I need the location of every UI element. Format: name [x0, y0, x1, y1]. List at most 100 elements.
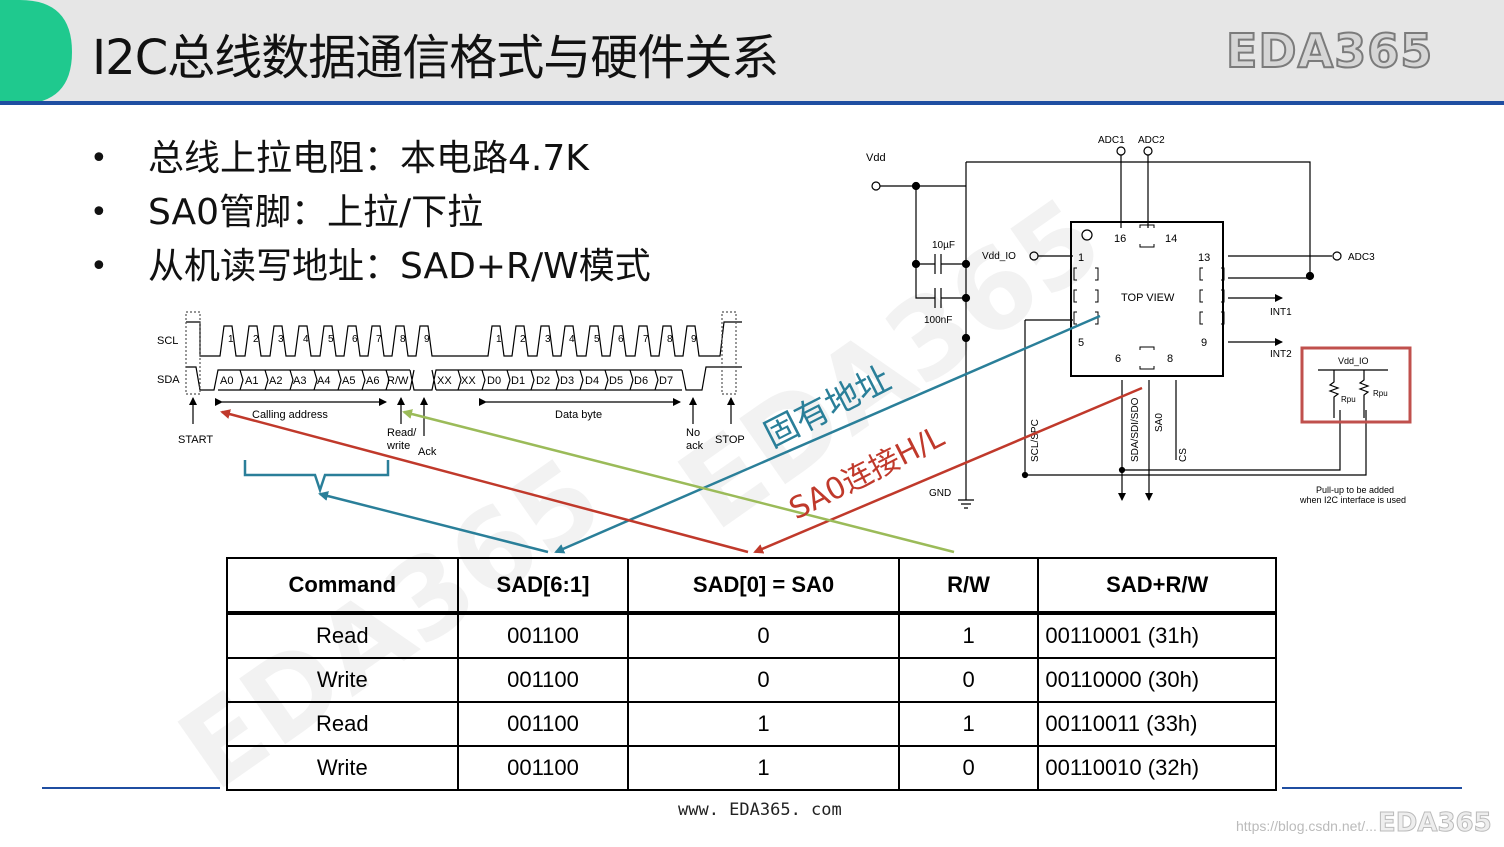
sad-high-cell: 001100 — [456, 745, 630, 791]
stop-label: STOP — [715, 434, 745, 446]
svg-text:6: 6 — [352, 334, 358, 345]
start-marker-box — [185, 311, 201, 395]
svg-text:A5: A5 — [342, 375, 355, 387]
scl-spc-label: SCL/SPC — [1030, 419, 1041, 462]
pullup-highlight-box — [1300, 346, 1412, 424]
svg-text:13: 13 — [1198, 252, 1210, 264]
command-cell: Write — [226, 657, 459, 703]
title-rule — [0, 101, 1504, 105]
no-ack-label: ack — [686, 440, 704, 452]
svg-text:9: 9 — [1201, 337, 1207, 349]
timing-diagram: SCL SDA 1 2 3 4 5 6 7 8 — [157, 311, 745, 458]
corner-logo: EDA365 — [1378, 808, 1493, 839]
table-header-row: Command SAD[6:1] SAD[0] = SA0 R/W SAD+R/… — [226, 557, 1277, 614]
svg-text:14: 14 — [1165, 233, 1177, 245]
sda-sdi-sdo-label: SDA/SDI/SDO — [1130, 397, 1141, 462]
data-byte-label: Data byte — [555, 409, 602, 421]
svg-text:R/W: R/W — [387, 375, 409, 387]
calling-address-label: Calling address — [252, 409, 328, 421]
svg-text:5: 5 — [1078, 337, 1084, 349]
svg-text:A1: A1 — [245, 375, 258, 387]
bullet-item: 从机读写地址：SAD+R/W模式 — [90, 240, 651, 294]
sda-bit-labels: A0 A1 A2 A3 A4 A5 A6 R/W XX XX D0 D1 D2 … — [220, 375, 673, 387]
sensor-schematic: Vdd 10µF 100nF GND ADC1 ADC2 — [866, 135, 1412, 509]
svg-text:3: 3 — [545, 334, 551, 345]
bullet-item: SA0管脚：上拉/下拉 — [90, 186, 651, 240]
svg-text:A3: A3 — [293, 375, 306, 387]
footer-url: www. EDA365. com — [678, 800, 842, 820]
svg-text:2: 2 — [520, 334, 526, 345]
table-row: Write 001100 1 0 00110010 (32h) — [226, 745, 1277, 791]
rw-arrow-green — [402, 409, 955, 554]
table-row: Write 001100 0 0 00110000 (30h) — [226, 657, 1277, 703]
int2-label: INT2 — [1270, 349, 1292, 360]
vdd-io-label: Vdd_IO — [982, 251, 1016, 262]
accent-shape — [0, 0, 72, 104]
svg-text:16: 16 — [1114, 233, 1126, 245]
table-row: Read 001100 1 1 00110011 (33h) — [226, 701, 1277, 747]
pullup-note: Pull-up to be added — [1316, 485, 1394, 495]
svg-text:D4: D4 — [585, 375, 599, 387]
command-cell: Read — [226, 701, 459, 747]
scl-waveform — [186, 321, 742, 357]
rw-cell: 1 — [897, 612, 1040, 659]
sad-high-cell: 001100 — [456, 657, 630, 703]
sensor-chip — [1070, 221, 1224, 377]
fixed-address-annotation: 固有地址 — [758, 359, 897, 456]
fixed-address-arrow — [554, 314, 1101, 554]
read-write-label: Read/ — [387, 427, 417, 439]
rw-cell: 0 — [897, 657, 1040, 703]
start-label: START — [178, 434, 213, 446]
svg-text:D0: D0 — [487, 375, 501, 387]
svg-text:A6: A6 — [366, 375, 379, 387]
svg-text:A0: A0 — [220, 375, 233, 387]
column-header: Command — [226, 557, 459, 614]
rw-cell: 0 — [897, 745, 1040, 791]
column-header: SAD[6:1] — [456, 557, 630, 614]
sad-high-cell: 001100 — [456, 701, 630, 747]
svg-text:5: 5 — [594, 334, 600, 345]
address-cell: 00110000 (30h) — [1037, 657, 1277, 703]
int1-label: INT1 — [1270, 307, 1292, 318]
svg-text:D5: D5 — [609, 375, 623, 387]
sda-label: SDA — [157, 374, 180, 386]
svg-text:8: 8 — [1167, 353, 1173, 365]
svg-text:D3: D3 — [560, 375, 574, 387]
table-row: Read 001100 0 1 00110001 (31h) — [226, 612, 1277, 659]
svg-text:XX: XX — [461, 375, 476, 387]
svg-text:1: 1 — [496, 334, 502, 345]
sa0-cell: 0 — [627, 657, 900, 703]
bullet-list: 总线上拉电阻：本电路4.7K SA0管脚：上拉/下拉 从机读写地址：SAD+R/… — [90, 132, 651, 294]
address-cell: 00110010 (32h) — [1037, 745, 1277, 791]
pullup-note: when I2C interface is used — [1299, 495, 1406, 505]
sa0-cell: 1 — [627, 745, 900, 791]
svg-text:4: 4 — [569, 334, 575, 345]
address-brace — [243, 460, 390, 494]
bullet-item: 总线上拉电阻：本电路4.7K — [90, 132, 651, 186]
svg-text:1: 1 — [228, 334, 234, 345]
csdn-watermark: https://blog.csdn.net/... — [1236, 818, 1377, 834]
svg-text:D2: D2 — [536, 375, 550, 387]
svg-text:8: 8 — [667, 334, 673, 345]
annotation-arrows — [220, 314, 1143, 554]
address-cell: 00110011 (33h) — [1037, 701, 1277, 747]
column-header: R/W — [897, 557, 1040, 614]
svg-text:3: 3 — [278, 334, 284, 345]
svg-text:6: 6 — [618, 334, 624, 345]
read-write-label: write — [386, 440, 410, 452]
svg-text:5: 5 — [328, 334, 334, 345]
cap1-label: 10µF — [932, 240, 955, 251]
svg-text:XX: XX — [437, 375, 452, 387]
command-cell: Write — [226, 745, 459, 791]
fixed-address-arrow-2 — [318, 491, 549, 554]
svg-text:D7: D7 — [659, 375, 673, 387]
adc3-label: ADC3 — [1348, 252, 1375, 263]
vdd-label: Vdd — [866, 152, 886, 164]
sa0-pin-label: SA0 — [1154, 413, 1165, 432]
svg-text:6: 6 — [1115, 353, 1121, 365]
eda365-logo: EDA365 — [1225, 23, 1434, 79]
cap2-label: 100nF — [924, 315, 952, 326]
sad-high-cell: 001100 — [456, 612, 630, 659]
